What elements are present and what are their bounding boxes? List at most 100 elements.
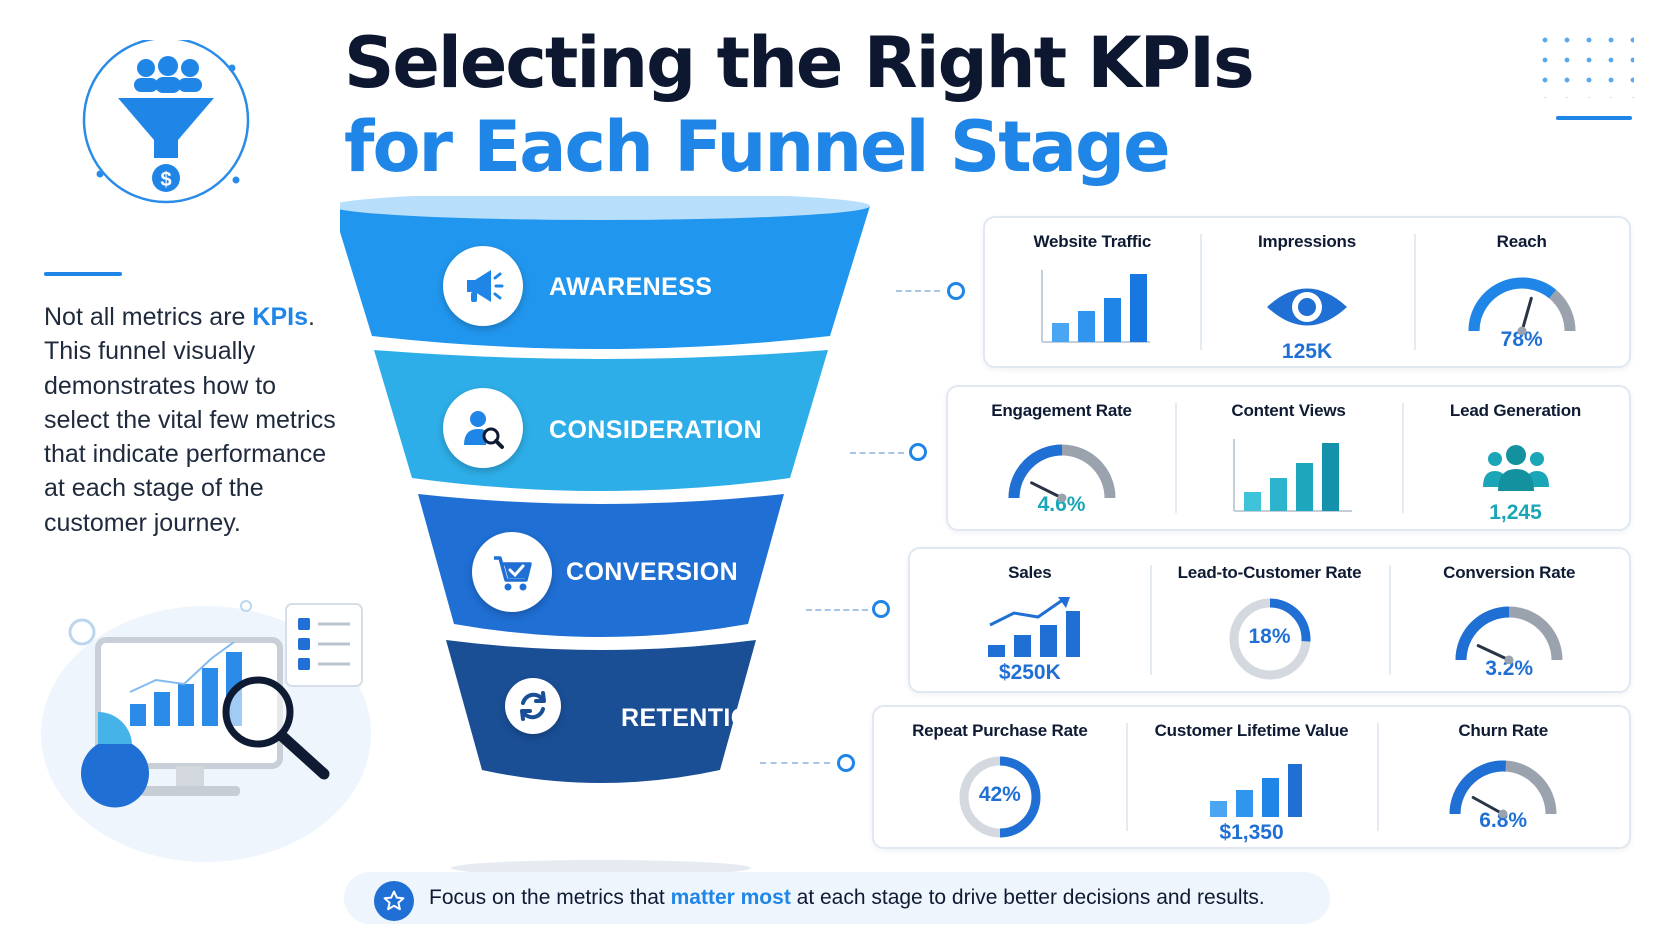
kpi-bar [1104, 298, 1122, 342]
metric-value: $250K [998, 661, 1061, 684]
metric-value: 6.8% [1479, 809, 1528, 832]
metric-value: 18% [1248, 625, 1291, 648]
stage-label-awareness: AWARENESS [549, 273, 713, 301]
user-search-icon [443, 388, 523, 468]
gauge-fill [1468, 277, 1556, 332]
page-title-line-1: Selecting the Right KPIs [344, 22, 1255, 104]
gauge-needle [1520, 296, 1533, 333]
metric-value: 78% [1500, 328, 1543, 351]
ring-icon: 42% [952, 749, 1048, 845]
metric-name: Repeat Purchase Rate [912, 721, 1088, 740]
connector-retention [760, 762, 830, 764]
page-title-line-2: for Each Funnel Stage [344, 106, 1171, 188]
connector-dot-retention [837, 754, 855, 772]
decorative-accent-line [1556, 116, 1632, 120]
kpi-bar [1235, 790, 1253, 817]
kpi-card-awareness: Website Traffic Impressions 125K Reach 7… [983, 216, 1631, 368]
connector-dot-consideration [909, 443, 927, 461]
kpi-bar [1130, 274, 1148, 342]
ring-fill [1269, 598, 1310, 642]
metric-website-traffic: Website Traffic [985, 218, 1200, 366]
stage-label-conversion: CONVERSION [566, 558, 739, 586]
kpi-bar [1321, 443, 1339, 511]
metric-lead-to-customer-rate: Lead-to-Customer Rate 18% [1149, 549, 1390, 691]
metric-name: Sales [1008, 563, 1052, 582]
gauge-fill [1449, 760, 1507, 815]
metric-lead-generation: Lead Generation 1,245 [1402, 387, 1629, 529]
connector-consideration [850, 452, 904, 454]
metric-sales: Sales $250K [910, 549, 1150, 691]
gauge-icon [1457, 270, 1587, 336]
connector-dot-conversion [872, 600, 890, 618]
kpi-card-retention: Repeat Purchase Rate 42% Customer Lifeti… [872, 705, 1631, 849]
kpi-bar [1209, 801, 1227, 817]
metric-customer-lifetime-value: Customer Lifetime Value $1,350 [1125, 707, 1378, 847]
metric-name: Customer Lifetime Value [1154, 721, 1349, 740]
intro-accent-line [44, 272, 122, 276]
metric-value: 42% [978, 783, 1021, 806]
shopping-cart-icon [472, 532, 552, 612]
intro-text-start: Not all metrics are [44, 303, 253, 331]
metric-value: 125K [1281, 340, 1333, 363]
svg-text:$: $ [160, 169, 171, 191]
funnel-top-rim [340, 196, 870, 220]
people-group-icon [1481, 437, 1551, 501]
metric-name: Conversion Rate [1443, 563, 1576, 582]
metric-name: Website Traffic [1033, 232, 1152, 251]
gauge-hub [1498, 809, 1508, 818]
footer-text-start: Focus on the metrics that [429, 886, 671, 909]
connector-dot-awareness [947, 282, 965, 300]
ring-fill [999, 756, 1041, 838]
kpi-card-consideration: Engagement Rate 4.6% Content Views Lead … [946, 385, 1631, 531]
kpi-bar [987, 645, 1005, 657]
megaphone-icon [443, 246, 523, 326]
kpi-bar [1039, 625, 1057, 657]
footer-text-end: at each stage to drive better decisions … [790, 886, 1265, 909]
gauge-fill [1455, 606, 1510, 661]
metric-name: Engagement Rate [991, 401, 1132, 420]
metric-name: Impressions [1258, 232, 1356, 251]
kpi-bar [1052, 323, 1070, 342]
kpi-funnel: AWARENESS CONSIDERATION CONVERSION RETEN… [340, 196, 940, 876]
kpi-bar [1287, 764, 1302, 817]
metric-value: $1,350 [1219, 821, 1284, 844]
metric-conversion-rate: Conversion Rate 3.2% [1389, 549, 1629, 691]
intro-text-end: . This funnel visually demonstrates how … [44, 303, 336, 537]
metric-reach: Reach 78% [1414, 218, 1629, 366]
stage-label-retention: RETENTION [621, 704, 770, 732]
star-icon [374, 881, 414, 921]
metric-name: Lead Generation [1449, 401, 1582, 420]
funnel-stage-retention [446, 640, 756, 783]
stage-label-consideration: CONSIDERATION [549, 416, 763, 444]
metric-name: Lead-to-Customer Rate [1177, 563, 1362, 582]
trend-bar-chart-icon [980, 595, 1080, 661]
gauge-needle [1471, 796, 1505, 816]
footer-banner [344, 872, 1330, 924]
gauge-icon [997, 439, 1127, 502]
metric-value: 3.2% [1485, 657, 1534, 680]
eye-icon [1264, 274, 1350, 340]
bar-chart-icon [1202, 755, 1302, 821]
metric-name: Content Views [1231, 401, 1346, 420]
ring-icon: 18% [1222, 591, 1318, 687]
footer-highlight: matter most [670, 886, 791, 909]
refresh-icon [505, 678, 561, 734]
kpi-bar [1078, 311, 1096, 342]
metric-churn-rate: Churn Rate 6.8% [1377, 707, 1629, 847]
kpi-bar [1269, 478, 1287, 511]
metric-name: Reach [1496, 232, 1547, 251]
gauge-icon [1438, 755, 1568, 818]
gauge-fill [1008, 444, 1062, 499]
kpi-bar [1261, 778, 1279, 817]
gauge-hub [1057, 493, 1066, 502]
analytics-monitor-magnifier-illustration [41, 600, 371, 862]
metric-engagement-rate: Engagement Rate 4.6% [948, 387, 1175, 529]
gauge-needle [1476, 644, 1511, 662]
metric-name: Churn Rate [1458, 721, 1548, 740]
kpi-bar [1295, 463, 1313, 511]
kpi-bar [1065, 611, 1080, 657]
bar-chart-icon [1224, 429, 1354, 517]
gauge-hub [1504, 655, 1514, 664]
metric-value: 1,245 [1489, 501, 1542, 524]
kpi-card-conversion: Sales $250K Lead-to-Customer Rate 18% Co… [908, 547, 1631, 693]
